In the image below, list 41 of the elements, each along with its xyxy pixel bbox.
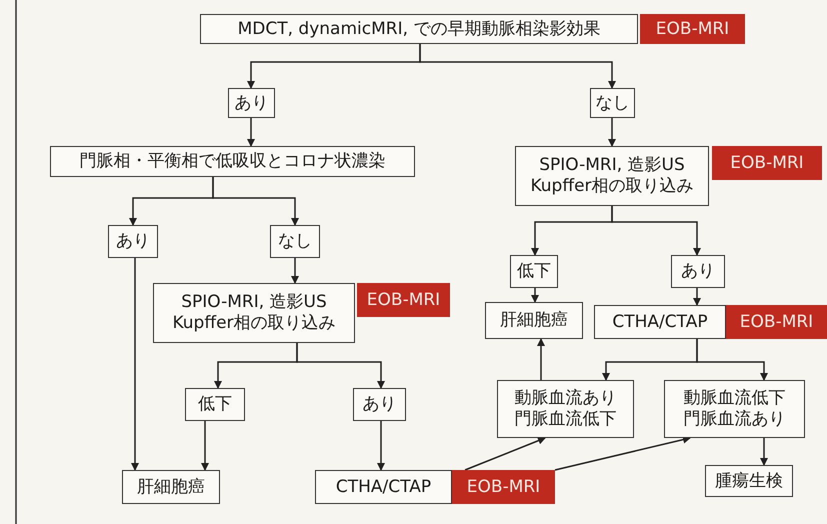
process-box: MDCT, dynamicMRI, での早期動脈相染影効果	[200, 14, 638, 44]
process-box: CTHA/CTAP	[315, 470, 452, 504]
arrow	[212, 177, 299, 226]
arrow	[201, 421, 209, 471]
label-tag: EOB-MRI	[452, 470, 555, 504]
process-box: SPIO-MRI, 造影US Kupffer相の取り込み	[153, 283, 355, 343]
process-box: SPIO-MRI, 造影US Kupffer相の取り込み	[515, 146, 709, 206]
process-box: 腫瘍生検	[705, 465, 793, 497]
label-tag: EOB-MRI	[357, 283, 450, 317]
process-box: なし	[270, 225, 320, 258]
process-box: 低下	[510, 255, 558, 288]
arrow	[554, 436, 691, 471]
arrow	[419, 44, 616, 89]
arrow	[131, 258, 139, 471]
arrow	[608, 118, 616, 147]
process-box: あり	[353, 388, 406, 421]
arrow	[696, 339, 768, 381]
arrow	[531, 288, 539, 303]
arrow	[291, 258, 299, 284]
arrow	[760, 438, 768, 466]
process-box: 動脈血流低下門脈血流あり	[664, 380, 805, 438]
process-box: 肝細胞癌	[122, 470, 220, 504]
arrow	[464, 436, 546, 471]
arrow	[296, 343, 385, 389]
label-tag: EOB-MRI	[712, 146, 822, 180]
process-box: CTHA/CTAP	[594, 305, 726, 339]
process-box: あり	[228, 88, 275, 118]
arrow	[537, 338, 545, 380]
process-box: 門脈相・平衡相で低吸収とコロナ状濃染	[50, 146, 415, 177]
arrow	[247, 118, 255, 147]
process-box: 動脈血流あり門脈血流低下	[497, 380, 634, 438]
arrow	[377, 421, 385, 471]
process-box: 肝細胞癌	[485, 302, 583, 339]
process-box: 低下	[185, 388, 245, 421]
arrow	[611, 206, 701, 256]
label-tag: EOB-MRI	[726, 305, 827, 339]
label-tag: EOB-MRI	[640, 14, 745, 44]
arrow	[693, 288, 701, 306]
process-box: あり	[671, 255, 725, 288]
process-box: あり	[108, 225, 158, 258]
process-box: なし	[590, 88, 635, 118]
